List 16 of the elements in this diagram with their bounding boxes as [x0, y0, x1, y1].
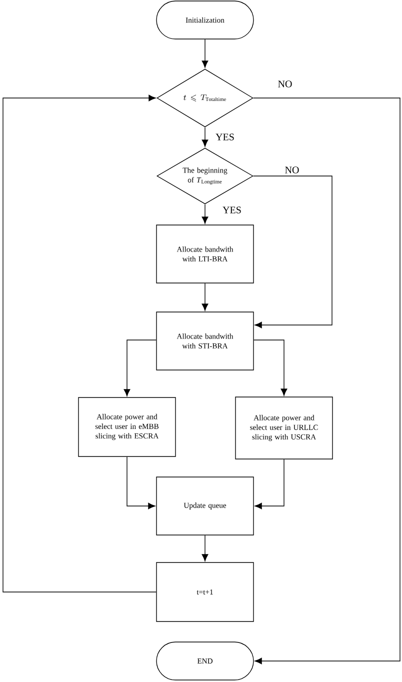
- arrow: [202, 39, 208, 68]
- edge-label: YES: [214, 132, 236, 142]
- arrow: [202, 535, 208, 562]
- arrow: [253, 176, 332, 328]
- edge-label: YES: [222, 206, 242, 214]
- arrow: [254, 459, 284, 510]
- arrow: [202, 204, 208, 224]
- arrow: [202, 127, 208, 147]
- edge-label: NO: [276, 80, 294, 88]
- edge-label: NO: [284, 166, 300, 174]
- arrow: [253, 98, 400, 664]
- arrow: [202, 283, 208, 311]
- arrow: [124, 340, 156, 396]
- arrow: [126, 456, 156, 510]
- arrow: [254, 340, 288, 396]
- arrow: [2, 94, 156, 592]
